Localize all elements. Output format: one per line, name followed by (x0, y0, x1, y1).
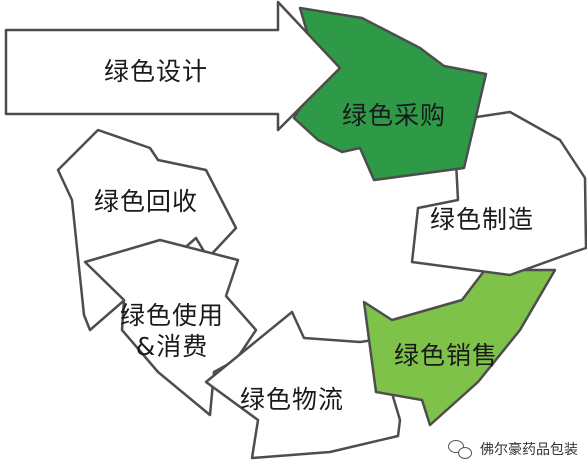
label-sales: 绿色销售 (394, 341, 499, 370)
watermark: 佛尔豪药品包装 (448, 436, 578, 462)
arrow-procurement (292, 6, 488, 182)
wechat-icon (448, 438, 474, 460)
label-use: 绿色使用 &消费 (119, 301, 224, 362)
label-manufacture: 绿色制造 (430, 205, 535, 234)
arrow-manufacture (410, 110, 587, 277)
watermark-text: 佛尔豪药品包装 (480, 442, 578, 458)
label-design: 绿色设计 (104, 57, 209, 86)
label-procurement: 绿色采购 (342, 101, 447, 130)
arrow-design (4, 0, 342, 132)
label-recycle: 绿色回收 (94, 187, 199, 216)
label-logistics: 绿色物流 (240, 385, 345, 414)
